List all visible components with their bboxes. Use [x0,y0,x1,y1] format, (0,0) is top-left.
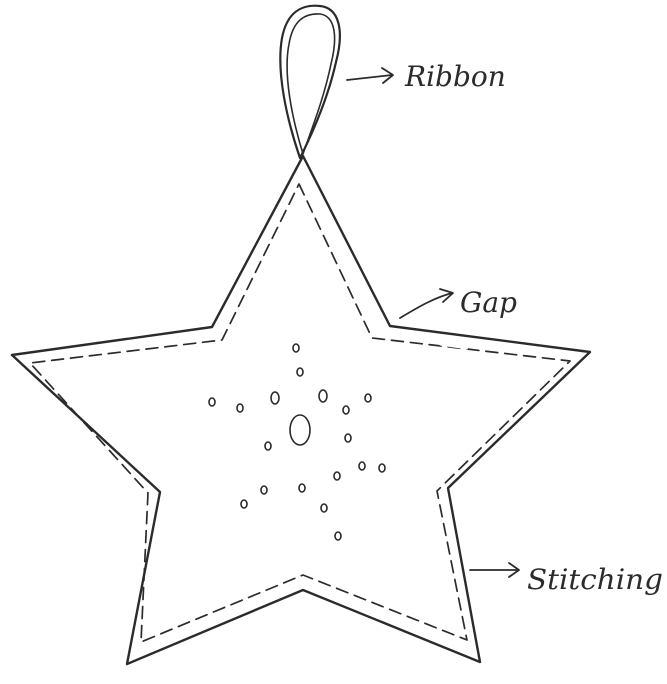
dot [290,415,310,445]
gap-arrow [400,289,453,318]
dot [379,464,385,472]
dot [265,442,271,450]
gap-break [440,343,468,347]
dot [345,434,351,442]
ribbon [280,6,340,158]
dot [319,390,327,402]
decorative-dots [209,344,385,540]
stitching-label: Stitching [527,563,663,596]
dot [293,344,299,352]
stitching-line [30,184,570,642]
dot [365,394,371,402]
dot [321,504,327,512]
dot [334,472,340,480]
ribbon-arrow [347,68,393,83]
dot [271,392,279,404]
dot [241,500,247,508]
stitching-arrow [470,563,519,577]
star-outline [12,156,590,664]
dot [297,368,303,376]
ribbon-label: Ribbon [404,60,506,93]
dot [335,532,341,540]
dot [299,484,305,492]
dot [261,486,267,494]
dot [209,398,215,406]
dot [237,404,243,412]
dot [359,462,365,470]
gap-label: Gap [460,286,517,319]
dot [343,406,349,414]
